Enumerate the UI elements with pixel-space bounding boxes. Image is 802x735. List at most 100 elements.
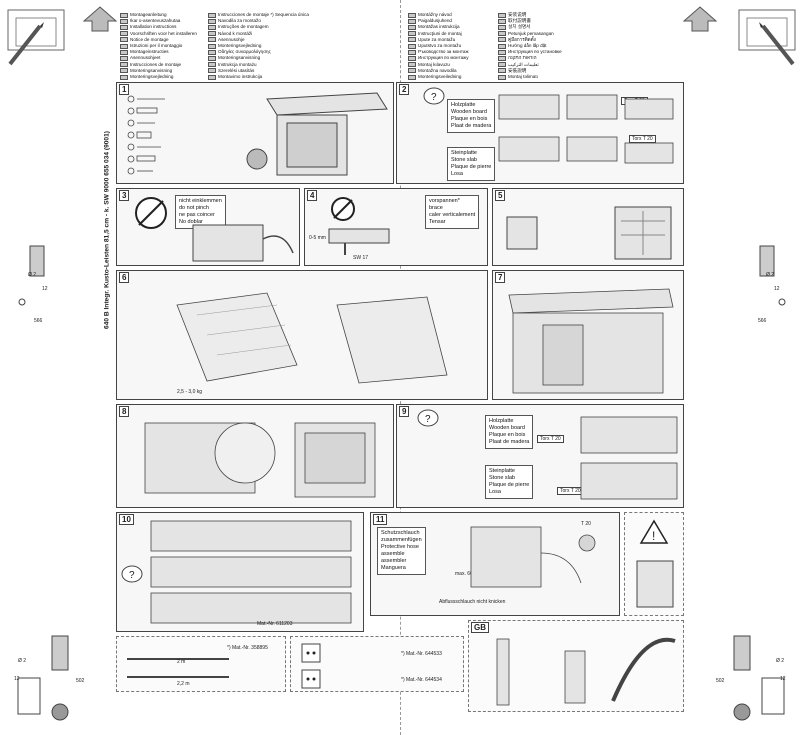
flag-icon [120,68,128,74]
flag-icon [120,74,128,80]
drill-icon-bottom-left [17,635,69,721]
flag-icon [120,37,128,43]
language-line: הוראות התקנה [508,55,537,61]
svg-text:?: ? [129,570,135,581]
language-line: Installation instructions [130,24,177,30]
length-label: 2,2 m [177,681,190,687]
language-list-left: Montageanleitung Ikar o-asentevuszahutaa… [120,12,197,80]
flag-icon [498,68,506,74]
flag-icon [408,25,416,30]
flag-icon [120,62,128,68]
flag-icon [498,74,506,80]
flag-icon [208,62,216,68]
no-symbol-icon [331,197,355,221]
panel-step-7: 7 [492,270,684,400]
hose-accessories-panel: *) Mat.-Nr. 358895 2 m 2,2 m [116,636,286,692]
door-panel-template-illustration [176,292,448,384]
panel-step-10: 10 ? Mat.-Nr. 611203 [116,512,364,632]
flag-icon [208,49,216,55]
language-line: 安裝說明 [508,67,527,73]
language-line: Monteringsvejledning [218,43,262,49]
language-line: Montavimo instrukcija [218,74,263,80]
language-line: Navodila za montažo [218,18,261,24]
hose-routing-illustration [192,224,294,262]
svg-text:?: ? [425,414,431,425]
language-line: Hướng dẫn lắp đặt [508,43,547,49]
side-title-text: 640 B Integr. Kusto-Leisten 81,5 cm - k.… [103,131,111,329]
flag-icon [208,25,216,30]
language-line: Petunjuk pemasangan [508,30,554,36]
language-line: تعليمات التركيب [508,61,539,67]
part-number-label: *) Mat.-Nr. 358895 [227,645,268,651]
flag-icon [498,43,506,49]
socket-icon [301,669,321,689]
weight-label: 2,5 - 3,0 kg [177,389,203,395]
language-line: Uputstvo za montažu [418,43,462,49]
language-line: Instruções de montagem [218,24,269,30]
language-line: Monteringsveiledning [418,74,462,80]
extension-hose-illustration [127,658,229,678]
drill-icon-left [18,245,45,306]
appliance-outline-icon [636,560,674,608]
part-number-label: Mat.-Nr. 611203 [257,621,293,627]
pliers-pipe-illustration [496,637,676,706]
diameter-label: Ø 2 [766,272,775,278]
question-bubble-icon: ? [417,409,439,427]
flag-icon [120,31,128,37]
document-side-title: 640 B Integr. Kusto-Leisten 81,5 cm - k.… [100,80,114,380]
language-list-mid: Instrucciones de montaje *) Sequencia ún… [208,12,309,80]
parts-list-illustration [127,95,165,175]
step-number: 2 [399,84,410,95]
language-line: คู่มือการติดตั้ง [508,36,536,42]
drain-hose-warning: Abflussschlauch nicht knicken [439,599,506,605]
language-line: Ръководство за монтаж [418,49,469,55]
torx-label: T 20 [581,521,591,527]
language-line: 取付説明書 [508,18,531,24]
language-list-right1: Montážny návod Paigaldusjuhend Montāžas … [408,12,469,80]
language-line: Montážny návod [418,12,452,17]
diameter-label: Ø 2 [28,272,37,278]
step-number: 1 [119,84,130,95]
flag-icon [498,31,506,37]
language-line: Montažna navodila [418,67,457,73]
flag-icon [408,68,416,74]
flag-icon [498,62,506,68]
flag-icon [498,49,506,55]
flag-icon [498,37,506,43]
flag-icon [498,12,506,18]
language-line: Notice de montage [130,36,169,42]
max-temp-label: max. 60°C [455,571,479,577]
flag-icon [120,25,128,30]
panel-step-5: 5 [492,188,684,266]
flag-icon [208,18,216,24]
step-number: 3 [119,190,130,201]
language-line: Návod k montáži [218,30,253,36]
dimension-label: 566 [758,318,767,324]
no-pinch-warning-icon [135,197,167,229]
language-line: Montaj təlimatı [508,74,538,80]
language-line: Instrucciones de montaje [130,61,182,67]
language-line: Montaj kılavuzu [418,61,450,67]
flag-icon [498,18,506,24]
flag-icon [120,49,128,55]
language-line: Istruzioni per il montaggio [130,43,183,49]
safety-warning-panel: ! [624,512,684,616]
gb-variant-panel: GB [468,620,684,712]
dimension-label: 12 [780,676,786,682]
language-line: Upute za montažu [418,36,456,42]
language-line: Monteringsanvisning [218,55,261,61]
step-number: 8 [119,406,130,417]
language-line: Monteringsanvisning [130,67,173,73]
diameter-label: Ø 2 [18,658,27,664]
language-line: Инструкция по монтажу [418,55,469,61]
flag-icon [208,31,216,37]
